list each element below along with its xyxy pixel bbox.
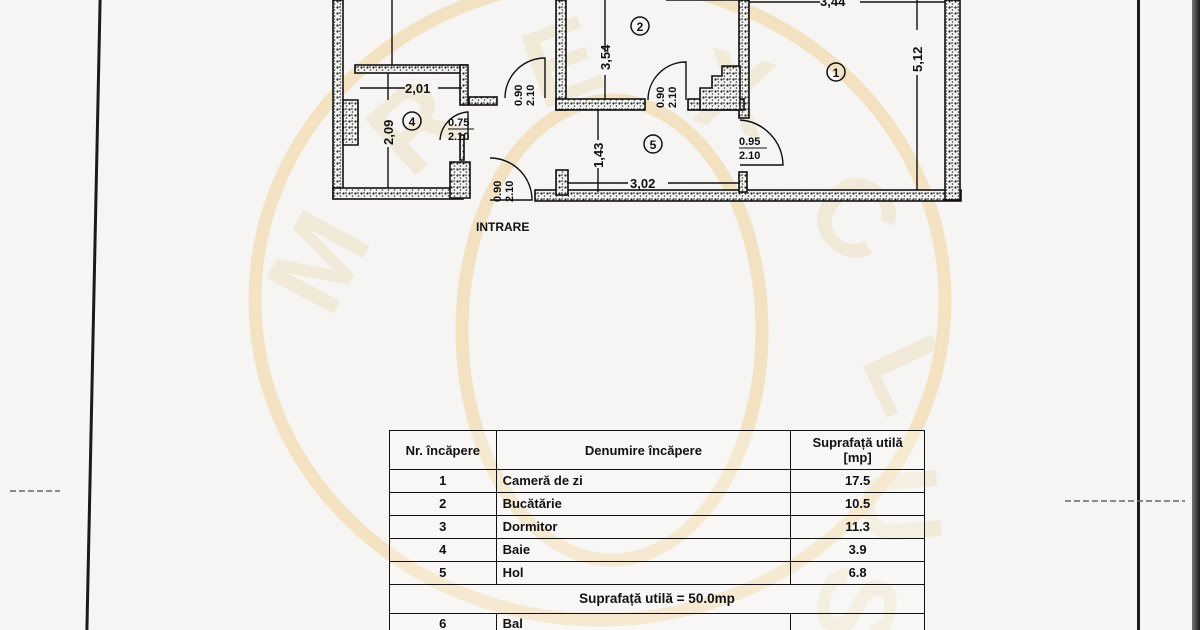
table-total-row: Suprafață utilă = 50.0mp [389, 584, 925, 614]
door-label-living: 0.95 2.10 [739, 136, 767, 162]
svg-text:0.90: 0.90 [492, 181, 504, 202]
dim-room1-height: 5,12 [910, 47, 925, 72]
dim-hall-width: 3,02 [630, 176, 655, 191]
cell-room-area: 6.8 [790, 561, 925, 585]
cell-room-area: 11.3 [790, 515, 925, 539]
table-row: 3 Dormitor 11.3 [389, 515, 925, 539]
scan-artifact-right [1065, 500, 1185, 502]
cell-room-number: 2 [389, 492, 497, 516]
floor-plan: 2 1 4 5 2,01 3,02 3,44 3,54 1,43 2,09 5,… [332, 0, 962, 234]
svg-text:0.95: 0.95 [739, 136, 760, 148]
total-area: Suprafață utilă = 50.0mp [389, 584, 925, 614]
cell-room-area: 17.5 [790, 469, 925, 493]
dim-hall-height: 1,43 [591, 143, 606, 168]
cell-room-number: 5 [389, 561, 497, 585]
room-number-1: 1 [833, 66, 840, 80]
svg-text:0.90: 0.90 [513, 85, 525, 106]
walls [332, 0, 962, 202]
svg-text:2.10: 2.10 [525, 85, 537, 106]
cell-room-number: 6 [389, 613, 497, 630]
table-row: 2 Bucătărie 10.5 [389, 492, 925, 516]
room-numbers: 2 1 4 5 [402, 16, 846, 154]
door-label-bathroom: 0.75 2.10 [448, 117, 474, 143]
cell-room-number: 4 [389, 538, 497, 562]
dim-room4-height: 2,09 [381, 120, 396, 145]
door-label-corridor: 0.90 2.10 [513, 85, 537, 106]
svg-text:L: L [838, 318, 978, 431]
page-edge-shadow [1192, 0, 1200, 630]
dimension-lines [360, 0, 945, 192]
dim-room2-height: 3,54 [598, 44, 613, 70]
dim-room4-width: 2,01 [405, 81, 430, 96]
page-border-right [1137, 0, 1140, 630]
cell-room-name: Bucătărie [495, 492, 792, 516]
table-row-partial: 6 Bal [389, 613, 925, 630]
cell-room-number: 1 [389, 469, 497, 493]
entrance-label: INTRARE [476, 220, 529, 234]
svg-text:0.90: 0.90 [655, 87, 667, 108]
svg-text:2.10: 2.10 [739, 150, 760, 162]
cell-room-number: 3 [389, 515, 497, 539]
door-label-entrance: 0.90 2.10 [492, 181, 516, 202]
rooms-table: Nr. încăpere Denumire încăpere Suprafață… [389, 430, 925, 630]
table-row: 1 Cameră de zi 17.5 [389, 469, 925, 493]
rooms-table-wrapper: Nr. încăpere Denumire încăpere Suprafață… [389, 430, 929, 630]
svg-text:2.10: 2.10 [504, 181, 516, 202]
dim-room1-width: 3,44 [820, 0, 846, 9]
cell-room-name: Dormitor [495, 515, 792, 539]
cell-room-name: Cameră de zi [495, 469, 792, 493]
header-room-area: Suprafață utilă [mp] [790, 430, 925, 470]
header-room-name: Denumire încăpere [495, 430, 792, 470]
cell-room-area: 10.5 [790, 492, 925, 516]
door-arcs [439, 57, 784, 201]
header-room-number: Nr. încăpere [389, 430, 497, 470]
room-number-5: 5 [650, 138, 657, 152]
room-number-4: 4 [409, 115, 416, 129]
table-row: 5 Hol 6.8 [389, 561, 925, 585]
room-number-2: 2 [637, 20, 644, 34]
cell-room-name: Bal [495, 613, 792, 630]
svg-text:2.10: 2.10 [667, 87, 679, 108]
table-row: 4 Baie 3.9 [389, 538, 925, 562]
svg-text:0.75: 0.75 [448, 117, 469, 129]
cell-room-name: Hol [495, 561, 792, 585]
cell-room-name: Baie [495, 538, 792, 562]
cell-room-area [790, 613, 925, 630]
cell-room-area: 3.9 [790, 538, 925, 562]
svg-text:2.10: 2.10 [448, 131, 469, 143]
scan-artifact-left [10, 490, 60, 492]
door-label-kitchen: 0.90 2.10 [655, 87, 679, 108]
